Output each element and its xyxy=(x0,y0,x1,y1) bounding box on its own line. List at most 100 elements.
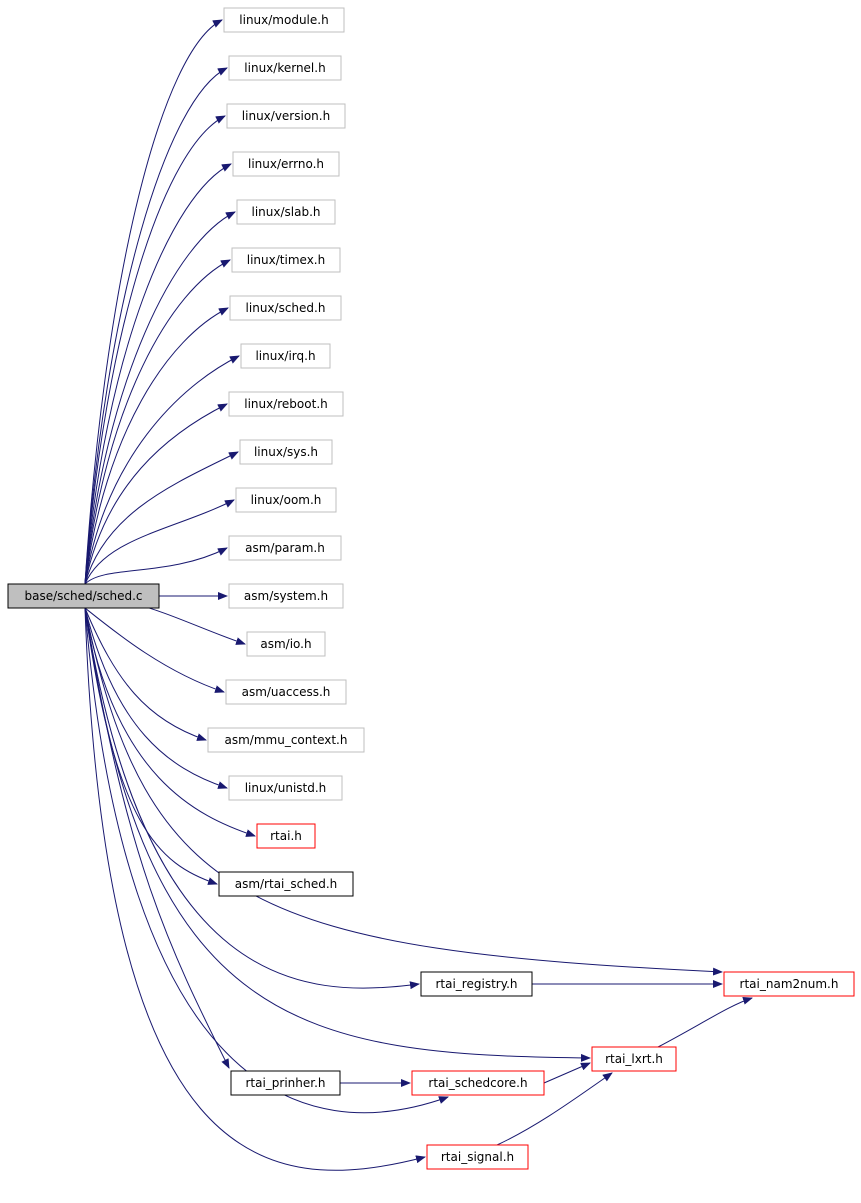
node-n-rtaisched[interactable]: asm/rtai_sched.h xyxy=(218,871,354,897)
edge-root-to-n-errno xyxy=(84,163,232,585)
node-box xyxy=(723,971,855,997)
node-box xyxy=(223,7,345,33)
node-n-rtai[interactable]: rtai.h xyxy=(256,823,316,849)
node-label: base/sched/sched.c xyxy=(24,589,142,603)
node-label: linux/slab.h xyxy=(252,205,321,219)
node-n-kernel[interactable]: linux/kernel.h xyxy=(228,55,342,81)
edges-layer xyxy=(84,19,753,1171)
node-label: asm/uaccess.h xyxy=(242,685,331,699)
node-box xyxy=(207,727,365,753)
edge-n-lxrt-to-n-nam2num xyxy=(657,996,753,1048)
node-label: rtai_schedcore.h xyxy=(428,1076,527,1090)
node-label: asm/system.h xyxy=(244,589,328,603)
node-box xyxy=(7,583,160,609)
node-box xyxy=(226,103,346,129)
node-box xyxy=(235,487,337,513)
node-box xyxy=(411,1070,545,1096)
node-box xyxy=(228,535,342,561)
node-n-slab[interactable]: linux/slab.h xyxy=(236,199,336,225)
node-n-unistd[interactable]: linux/unistd.h xyxy=(228,775,343,801)
node-box xyxy=(591,1046,677,1072)
edge-root-to-n-prinher xyxy=(84,607,230,1069)
node-n-uaccess[interactable]: asm/uaccess.h xyxy=(225,679,347,705)
node-n-timex[interactable]: linux/timex.h xyxy=(231,247,341,273)
node-label: asm/io.h xyxy=(260,637,311,651)
node-box xyxy=(225,679,347,705)
node-n-version[interactable]: linux/version.h xyxy=(226,103,346,129)
node-box xyxy=(239,439,333,465)
node-box xyxy=(229,295,342,321)
node-n-lxrt[interactable]: rtai_lxrt.h xyxy=(591,1046,677,1072)
node-box xyxy=(218,871,354,897)
node-n-nam2num[interactable]: rtai_nam2num.h xyxy=(723,971,855,997)
node-label: linux/sys.h xyxy=(254,445,318,459)
edge-root-to-n-registry xyxy=(84,607,420,990)
node-n-mmu[interactable]: asm/mmu_context.h xyxy=(207,727,365,753)
node-label: asm/mmu_context.h xyxy=(225,733,348,747)
node-root: base/sched/sched.c xyxy=(7,583,160,609)
node-n-sys[interactable]: linux/sys.h xyxy=(239,439,333,465)
node-box xyxy=(240,343,331,369)
node-label: rtai_registry.h xyxy=(435,977,517,991)
node-box xyxy=(420,971,533,997)
edge-root-to-n-irq xyxy=(84,355,240,585)
node-label: linux/sched.h xyxy=(246,301,326,315)
node-n-module[interactable]: linux/module.h xyxy=(223,7,345,33)
edge-n-signal-to-n-lxrt xyxy=(496,1072,613,1146)
node-label: asm/rtai_sched.h xyxy=(235,877,338,891)
node-n-reboot[interactable]: linux/reboot.h xyxy=(228,391,344,417)
node-box xyxy=(246,631,326,657)
edge-root-to-n-uaccess xyxy=(84,607,225,693)
edge-root-to-n-rtai xyxy=(84,607,256,837)
node-box xyxy=(228,55,342,81)
node-box xyxy=(256,823,316,849)
node-box xyxy=(228,775,343,801)
edge-root-to-n-unistd xyxy=(84,607,228,789)
edge-root-to-n-kernel xyxy=(84,67,228,585)
node-n-schedcore[interactable]: rtai_schedcore.h xyxy=(411,1070,545,1096)
node-n-irq[interactable]: linux/irq.h xyxy=(240,343,331,369)
edge-root-to-n-oom xyxy=(84,499,235,585)
node-label: rtai_nam2num.h xyxy=(740,977,839,991)
node-label: linux/reboot.h xyxy=(244,397,328,411)
node-label: linux/version.h xyxy=(242,109,330,123)
edge-root-to-n-schedcore xyxy=(84,607,449,1114)
node-label: rtai.h xyxy=(270,829,302,843)
edge-root-to-n-module xyxy=(84,19,223,585)
edge-root-to-n-reboot xyxy=(84,403,228,585)
node-n-oom[interactable]: linux/oom.h xyxy=(235,487,337,513)
node-n-sched[interactable]: linux/sched.h xyxy=(229,295,342,321)
node-n-system[interactable]: asm/system.h xyxy=(228,583,344,609)
node-n-errno[interactable]: linux/errno.h xyxy=(232,151,340,177)
node-box xyxy=(228,391,344,417)
node-n-io[interactable]: asm/io.h xyxy=(246,631,326,657)
node-label: linux/errno.h xyxy=(248,157,324,171)
node-n-param[interactable]: asm/param.h xyxy=(228,535,342,561)
node-box xyxy=(426,1144,529,1170)
edge-root-to-n-version xyxy=(84,115,226,585)
node-label: rtai_lxrt.h xyxy=(605,1052,663,1066)
node-n-prinher[interactable]: rtai_prinher.h xyxy=(230,1070,341,1096)
edge-root-to-n-timex xyxy=(84,259,231,585)
node-label: linux/unistd.h xyxy=(245,781,327,795)
edge-root-to-n-param xyxy=(84,547,228,585)
edge-root-to-n-sys xyxy=(84,451,239,585)
node-box xyxy=(231,247,341,273)
node-n-registry[interactable]: rtai_registry.h xyxy=(420,971,533,997)
edge-root-to-n-slab xyxy=(84,211,236,585)
node-n-signal[interactable]: rtai_signal.h xyxy=(426,1144,529,1170)
edge-root-to-n-signal xyxy=(84,607,426,1171)
node-box xyxy=(230,1070,341,1096)
node-label: linux/oom.h xyxy=(251,493,322,507)
node-box xyxy=(228,583,344,609)
node-label: rtai_prinher.h xyxy=(245,1076,325,1090)
edge-root-to-n-sched xyxy=(84,307,229,585)
edge-root-to-n-lxrt xyxy=(84,607,591,1062)
edge-n-schedcore-to-n-lxrt xyxy=(543,1062,591,1084)
edge-root-to-n-mmu xyxy=(84,607,207,741)
nodes-layer: base/sched/sched.c linux/module.h linux/ke… xyxy=(7,7,855,1170)
node-label: linux/timex.h xyxy=(247,253,325,267)
edge-root-to-n-nam2num xyxy=(84,607,723,976)
node-label: asm/param.h xyxy=(245,541,325,555)
